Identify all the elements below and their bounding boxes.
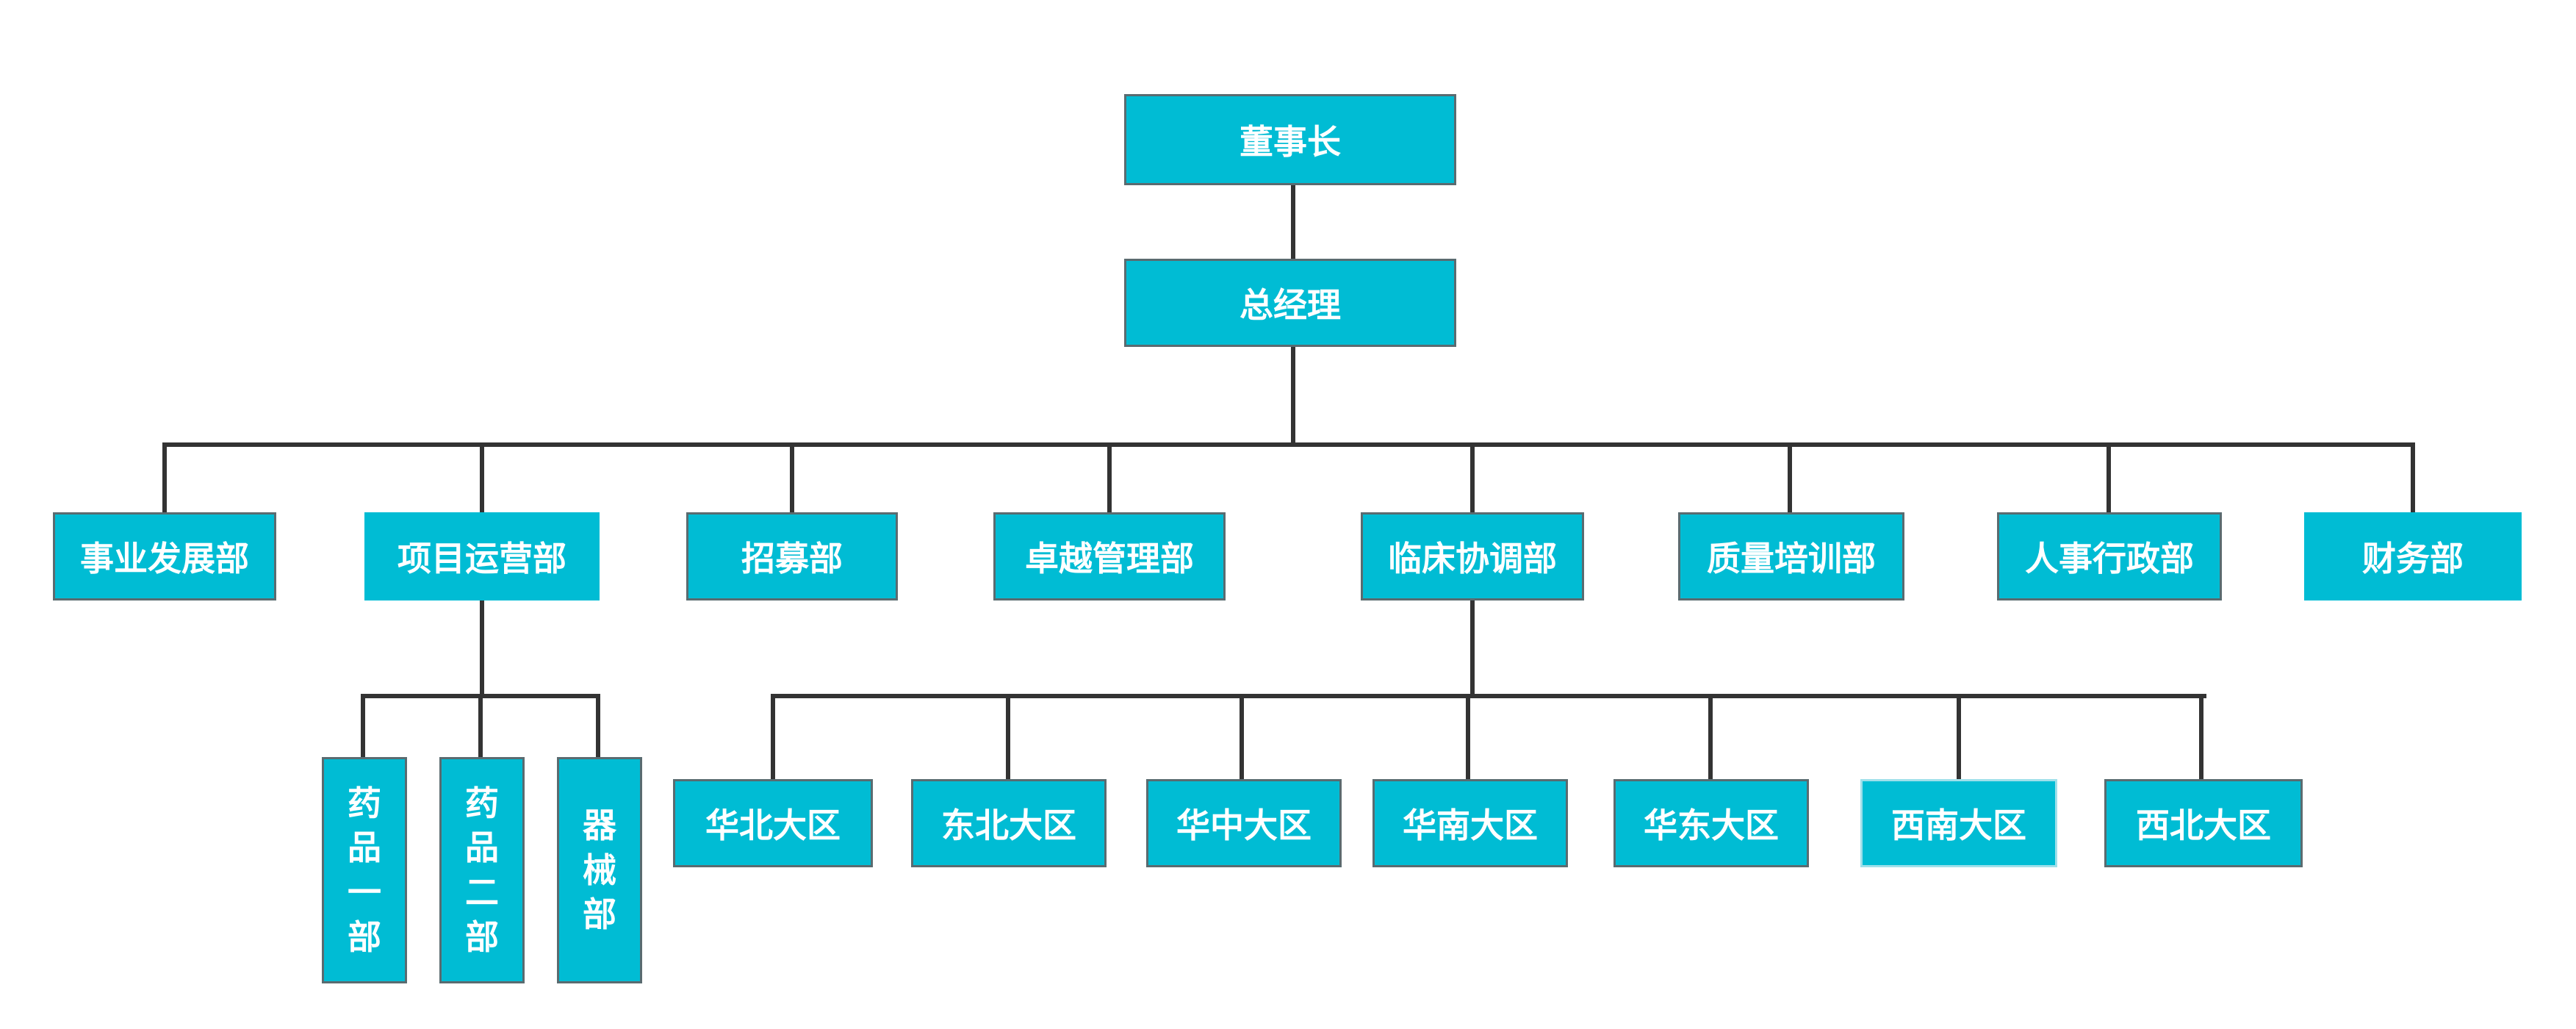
unit-drug-2: 药品二部 — [439, 757, 525, 983]
unit-drug-1: 药品一部 — [322, 757, 407, 983]
region-north-china: 华北大区 — [673, 779, 873, 867]
dept-excellence-management: 卓越管理部 — [993, 512, 1226, 600]
region-south: 华南大区 — [1372, 779, 1568, 867]
dept-clinical-coordination: 临床协调部 — [1361, 512, 1584, 600]
dept-hr-admin: 人事行政部 — [1997, 512, 2222, 600]
dept-project-operations: 项目运营部 — [364, 512, 600, 600]
region-northwest: 西北大区 — [2104, 779, 2303, 867]
unit-drug-1-label: 药品一部 — [348, 783, 381, 957]
general-manager-box: 总经理 — [1124, 259, 1456, 347]
region-southwest: 西南大区 — [1860, 779, 2057, 867]
unit-devices: 器械部 — [557, 757, 642, 983]
dept-quality-training: 质量培训部 — [1678, 512, 1904, 600]
dept-recruitment: 招募部 — [686, 512, 898, 600]
region-east: 华东大区 — [1613, 779, 1809, 867]
unit-drug-2-label: 药品二部 — [465, 783, 499, 957]
region-central: 华中大区 — [1146, 779, 1342, 867]
dept-business-development: 事业发展部 — [53, 512, 276, 600]
region-northeast: 东北大区 — [911, 779, 1107, 867]
dept-finance: 财务部 — [2304, 512, 2522, 600]
unit-devices-label: 器械部 — [583, 805, 616, 935]
chairman-box: 董事长 — [1124, 94, 1456, 185]
